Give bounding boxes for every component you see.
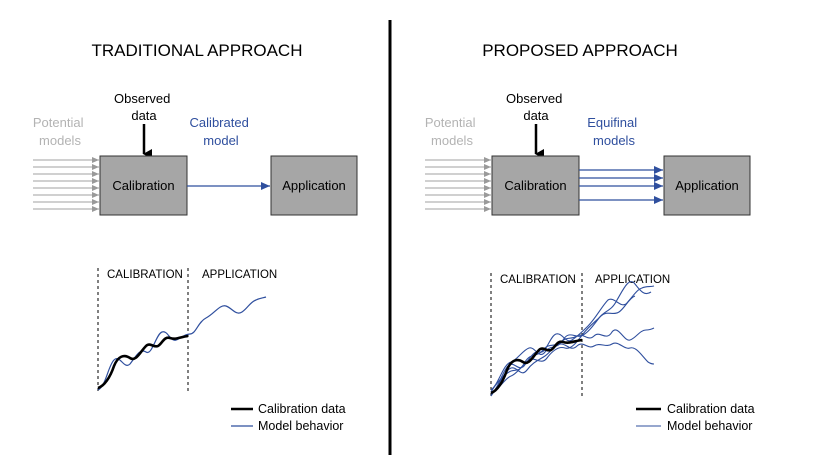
calibration-data-curve bbox=[490, 338, 583, 395]
phase-calibration-label: CALIBRATION bbox=[107, 269, 183, 281]
calibration-data-curve bbox=[97, 334, 189, 390]
observed-data-line2: data bbox=[523, 108, 549, 123]
application-box-label: Application bbox=[282, 178, 346, 193]
phase-calibration-label: CALIBRATION bbox=[500, 274, 576, 286]
model-behavior-curve bbox=[490, 342, 655, 397]
observed-data-label: Observed data bbox=[114, 91, 174, 123]
model-behavior-curves bbox=[490, 281, 655, 397]
equifinal-models-label: Equifinal models bbox=[587, 115, 641, 148]
potential-models-line2: models bbox=[431, 133, 473, 148]
model-behavior-curve bbox=[490, 281, 652, 391]
observed-data-line1: Observed bbox=[506, 91, 562, 106]
proposed-panel: PROPOSED APPROACH Potential models Obser… bbox=[425, 41, 755, 433]
equifinal-models-line2: models bbox=[593, 133, 635, 148]
application-box bbox=[663, 155, 751, 216]
application-box bbox=[270, 155, 358, 216]
model-behavior-curve bbox=[97, 296, 267, 391]
observed-data-line1: Observed bbox=[114, 91, 170, 106]
potential-models-line2: models bbox=[39, 133, 81, 148]
observed-data-line2: data bbox=[131, 108, 157, 123]
potential-models-label: Potential models bbox=[33, 115, 87, 148]
legend-calibration-text: Calibration data bbox=[667, 402, 755, 416]
potential-model-arrows bbox=[33, 157, 99, 212]
equifinal-model-arrows bbox=[579, 166, 663, 204]
traditional-panel: TRADITIONAL APPROACH Potential models Ob… bbox=[33, 41, 358, 433]
calibration-box-label: Calibration bbox=[112, 178, 174, 193]
traditional-title: TRADITIONAL APPROACH bbox=[92, 41, 303, 60]
potential-model-arrows bbox=[425, 157, 491, 212]
potential-models-line1: Potential bbox=[425, 115, 476, 130]
model-behavior-curve bbox=[490, 295, 636, 394]
calibration-box bbox=[491, 155, 580, 216]
calibration-box-label: Calibration bbox=[504, 178, 566, 193]
phase-application-label: APPLICATION bbox=[595, 274, 670, 286]
observed-data-label: Observed data bbox=[506, 91, 566, 123]
legend-calibration-text: Calibration data bbox=[258, 402, 346, 416]
proposed-title: PROPOSED APPROACH bbox=[482, 41, 678, 60]
equifinal-models-line1: Equifinal bbox=[587, 115, 637, 130]
phase-application-label: APPLICATION bbox=[202, 269, 277, 281]
legend-model-text: Model behavior bbox=[258, 419, 343, 433]
calibrated-model-line1: Calibrated bbox=[190, 115, 249, 130]
potential-models-label: Potential models bbox=[425, 115, 479, 148]
potential-models-line1: Potential bbox=[33, 115, 84, 130]
calibrated-model-line2: model bbox=[203, 133, 239, 148]
application-box-label: Application bbox=[675, 178, 739, 193]
calibrated-model-label: Calibrated model bbox=[190, 115, 253, 148]
legend-model-text: Model behavior bbox=[667, 419, 752, 433]
